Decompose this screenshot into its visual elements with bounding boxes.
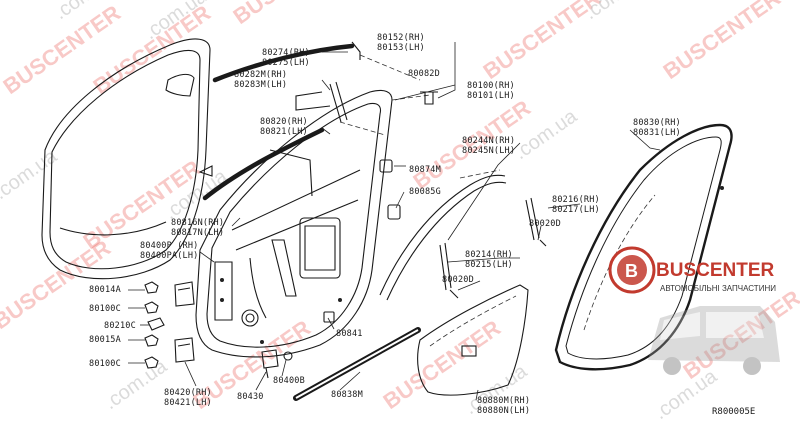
label-80874m: 80874M xyxy=(409,165,441,175)
label-80820: 80820(RH) xyxy=(260,117,308,127)
label-80153: 80153(LH) xyxy=(377,43,425,53)
label-80420: 80420(RH) xyxy=(164,388,212,398)
label-80838m: 80838M xyxy=(331,390,363,400)
outer-door-panel xyxy=(41,38,211,280)
label-80100c-lower: 80100C xyxy=(89,359,121,369)
label-80421: 80421(LH) xyxy=(164,398,212,408)
upper-sash-strips xyxy=(198,41,421,201)
label-80085g: 80085G xyxy=(409,187,441,197)
door-hinges xyxy=(174,281,195,363)
van-illustration xyxy=(648,306,780,375)
label-80400pa: 80400PA(LH) xyxy=(140,251,199,261)
label-80274: 80274(RH) xyxy=(262,48,310,58)
brand-name: BUSCENTER xyxy=(656,260,775,281)
door-check-link xyxy=(261,349,279,379)
label-80210c: 80210C xyxy=(104,321,136,331)
label-80282m: 80282M(RH) xyxy=(234,70,287,80)
door-weatherstrip xyxy=(554,123,733,371)
label-80841: 80841 xyxy=(336,329,363,339)
glass-run-channels xyxy=(379,169,540,301)
label-80880m: 80880M(RH) xyxy=(477,396,530,406)
label-80217: 80217(LH) xyxy=(552,205,600,215)
inner-door-frame xyxy=(195,89,431,358)
diagram-code: R800005E xyxy=(712,407,755,417)
watermark-site: .com.ua xyxy=(0,145,62,204)
label-80020d-lower: 80020D xyxy=(442,275,474,285)
lower-moulding xyxy=(293,327,421,401)
label-80020d-upper: 80020D xyxy=(529,219,561,229)
label-80830: 80830(RH) xyxy=(633,118,681,128)
label-80215: 80215(LH) xyxy=(465,260,513,270)
label-80831: 80831(LH) xyxy=(633,128,681,138)
label-80821: 80821(LH) xyxy=(260,127,308,137)
brand-logo: B BUSCENTER АВТОМОБІЛЬНІ ЗАПЧАСТИНИ xyxy=(608,246,776,294)
watermark-site: .com.ua xyxy=(580,0,652,24)
label-80152: 80152(RH) xyxy=(377,33,425,43)
label-80244n: 80244N(RH) xyxy=(462,136,515,146)
label-80817n: 80817N(LH) xyxy=(171,228,224,238)
label-80214: 80214(RH) xyxy=(465,250,513,260)
part-labels: 80274(RH) 80275(LH) 80152(RH) 80153(LH) … xyxy=(89,33,681,416)
label-80245n: 80245N(LH) xyxy=(462,146,515,156)
watermark-brand: BUSCENTER xyxy=(229,0,356,29)
bolts-and-clips xyxy=(144,91,547,369)
label-80100: 80100(RH) xyxy=(467,81,515,91)
watermark-brand: BUSCENTER xyxy=(659,0,786,84)
label-80430: 80430 xyxy=(237,392,264,402)
logo-mark: B xyxy=(625,261,638,281)
label-80816n: 80816N(RH) xyxy=(171,218,224,228)
label-80275: 80275(LH) xyxy=(262,58,310,68)
sealing-screen xyxy=(417,284,529,396)
label-80283m: 80283M(LH) xyxy=(234,80,287,90)
label-80082d: 80082D xyxy=(408,69,440,79)
label-80014a: 80014A xyxy=(89,285,121,295)
label-80880n: 80880N(LH) xyxy=(477,406,530,416)
brand-tagline: АВТОМОБІЛЬНІ ЗАПЧАСТИНИ xyxy=(660,284,776,293)
label-80400p: 80400P (RH) xyxy=(140,241,199,251)
label-80101: 80101(LH) xyxy=(467,91,515,101)
label-80400b: 80400B xyxy=(273,376,305,386)
label-80216: 80216(RH) xyxy=(552,195,600,205)
label-80100c-upper: 80100C xyxy=(89,304,121,314)
label-80015a: 80015A xyxy=(89,335,121,345)
leader-lines xyxy=(128,42,661,401)
